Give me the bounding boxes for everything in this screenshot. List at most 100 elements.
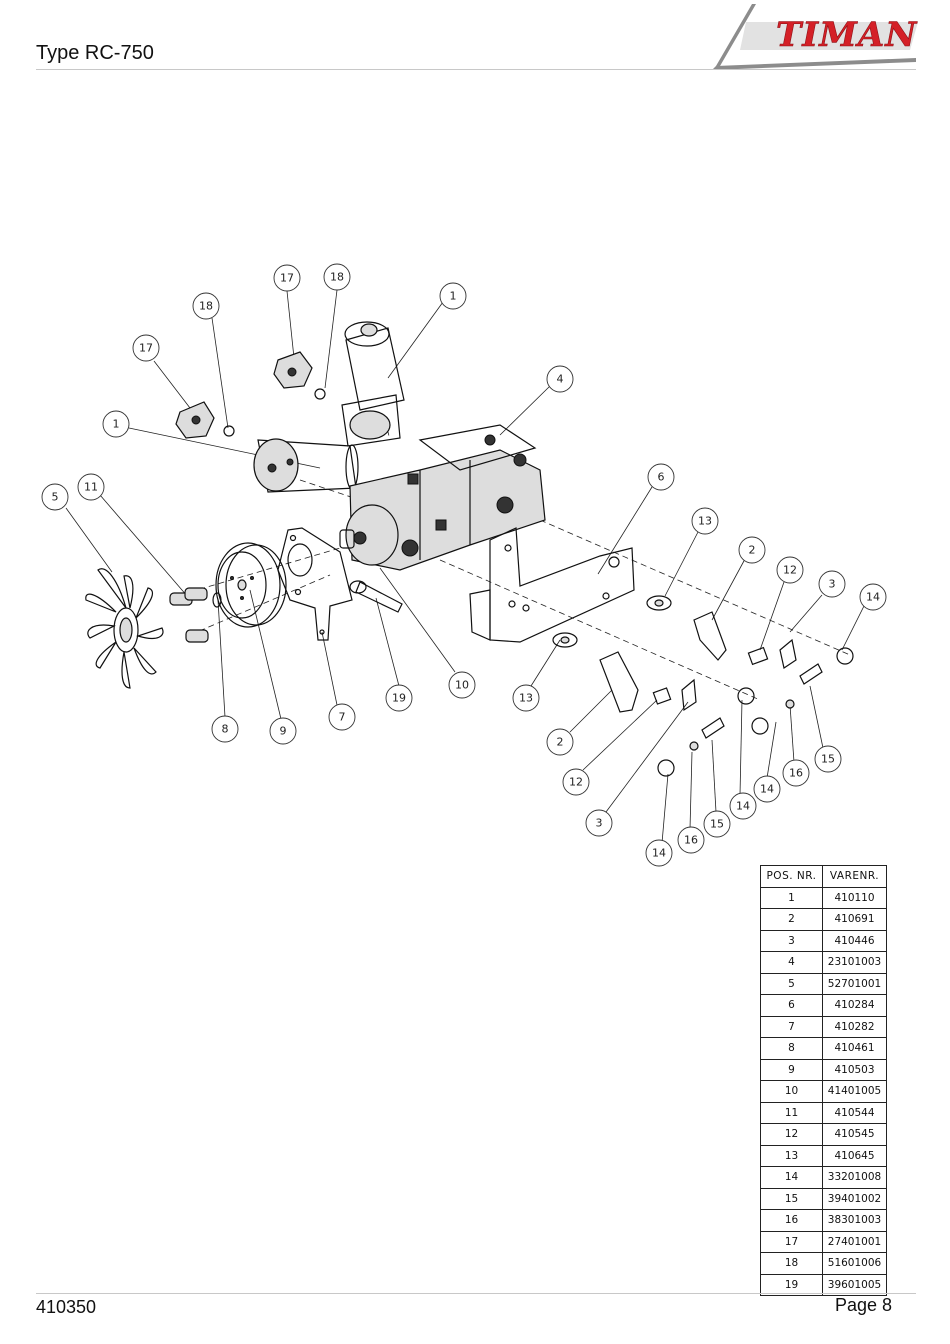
callout-label: 14 <box>736 800 750 813</box>
callout-label: 3 <box>596 817 603 830</box>
varenr-cell: 410645 <box>822 1144 887 1167</box>
callout-label: 15 <box>710 818 724 831</box>
varenr-cell: 410545 <box>822 1123 887 1146</box>
varenr-cell: 410691 <box>822 908 887 931</box>
hydraulic-pump-part <box>339 424 546 571</box>
pos-cell: 10 <box>760 1080 823 1103</box>
callout-label: 2 <box>557 736 564 749</box>
callout-label: 1 <box>113 418 120 431</box>
callout-bubbles: 17 18 1 18 17 4 1 5 11 6 13 2 12 3 14 19… <box>41 263 887 867</box>
pos-cell: 6 <box>760 994 823 1017</box>
callout-label: 18 <box>199 300 213 313</box>
callout-label: 11 <box>84 481 98 494</box>
varenr-cell: 410284 <box>822 994 887 1017</box>
varenr-cell: 41401005 <box>822 1080 887 1103</box>
callout-label: 2 <box>749 544 756 557</box>
callout-label: 3 <box>829 578 836 591</box>
callout-label: 19 <box>392 692 406 705</box>
pos-cell: 1 <box>760 886 823 909</box>
callout-label: 15 <box>821 753 835 766</box>
callout-label: 14 <box>866 591 880 604</box>
pos-cell: 8 <box>760 1037 823 1060</box>
pos-cell: 11 <box>760 1101 823 1124</box>
callout-label: 9 <box>280 725 287 738</box>
pos-cell: 2 <box>760 908 823 931</box>
pos-cell: 19 <box>760 1273 823 1296</box>
varenr-cell: 410446 <box>822 929 887 952</box>
exploded-parts-diagram: 17 18 1 18 17 4 1 5 11 6 13 2 12 3 14 19… <box>41 263 887 867</box>
varenr-cell: 410544 <box>822 1101 887 1124</box>
varenr-cell: 410282 <box>822 1015 887 1038</box>
pos-cell: 7 <box>760 1015 823 1038</box>
varenr-cell: 38301003 <box>822 1209 887 1232</box>
header-divider <box>36 69 916 70</box>
varenr-cell: 33201008 <box>822 1166 887 1189</box>
timan-logo: TIMAN <box>712 4 918 70</box>
callout-label: 16 <box>684 834 698 847</box>
callout-label: 12 <box>569 776 583 789</box>
callout-label: 7 <box>339 711 346 724</box>
varenr-cell: 27401001 <box>822 1230 887 1253</box>
sensor-parts <box>175 351 326 439</box>
callout-label: 13 <box>698 515 712 528</box>
pump-bracket-part <box>277 527 353 641</box>
varenr-cell: 52701001 <box>822 972 887 995</box>
pos-cell: 17 <box>760 1230 823 1253</box>
fan-part <box>85 568 164 689</box>
left-motor-part <box>253 438 359 493</box>
callout-label: 1 <box>450 290 457 303</box>
pos-cell: 18 <box>760 1252 823 1275</box>
callout-label: 17 <box>280 272 294 285</box>
varenr-cell: 410110 <box>822 886 887 909</box>
callout-label: 16 <box>789 767 803 780</box>
column-header-pos: POS. NR. <box>760 865 823 888</box>
pos-cell: 16 <box>760 1209 823 1232</box>
pos-cell: 5 <box>760 972 823 995</box>
mounting-plate-part <box>469 527 635 643</box>
varenr-cell: 39601005 <box>822 1273 887 1296</box>
callout-label: 14 <box>760 783 774 796</box>
pos-cell: 4 <box>760 951 823 974</box>
callout-label: 12 <box>783 564 797 577</box>
varenr-cell: 23101003 <box>822 951 887 974</box>
page-number: Page 8 <box>834 1295 892 1315</box>
spacer-parts <box>169 587 222 643</box>
varenr-cell: 51601006 <box>822 1252 887 1275</box>
callout-label: 4 <box>557 373 564 386</box>
pos-cell: 13 <box>760 1144 823 1167</box>
callout-label: 10 <box>455 679 469 692</box>
document-number: 410350 <box>36 1297 97 1317</box>
pos-cell: 3 <box>760 929 823 952</box>
parts-table-header-row: POS. NR. VARENR. <box>760 865 887 888</box>
pulley-part <box>215 542 287 628</box>
column-header-varenr: VARENR. <box>822 865 887 888</box>
varenr-cell: 410461 <box>822 1037 887 1060</box>
callout-label: 8 <box>222 723 229 736</box>
callout-label: 13 <box>519 692 533 705</box>
logo-wordmark: TIMAN <box>776 15 918 55</box>
footer-divider <box>36 1293 916 1294</box>
callout-label: 17 <box>139 342 153 355</box>
pos-cell: 15 <box>760 1187 823 1210</box>
pos-cell: 9 <box>760 1058 823 1081</box>
callout-label: 14 <box>652 847 666 860</box>
pin-part <box>349 580 403 613</box>
